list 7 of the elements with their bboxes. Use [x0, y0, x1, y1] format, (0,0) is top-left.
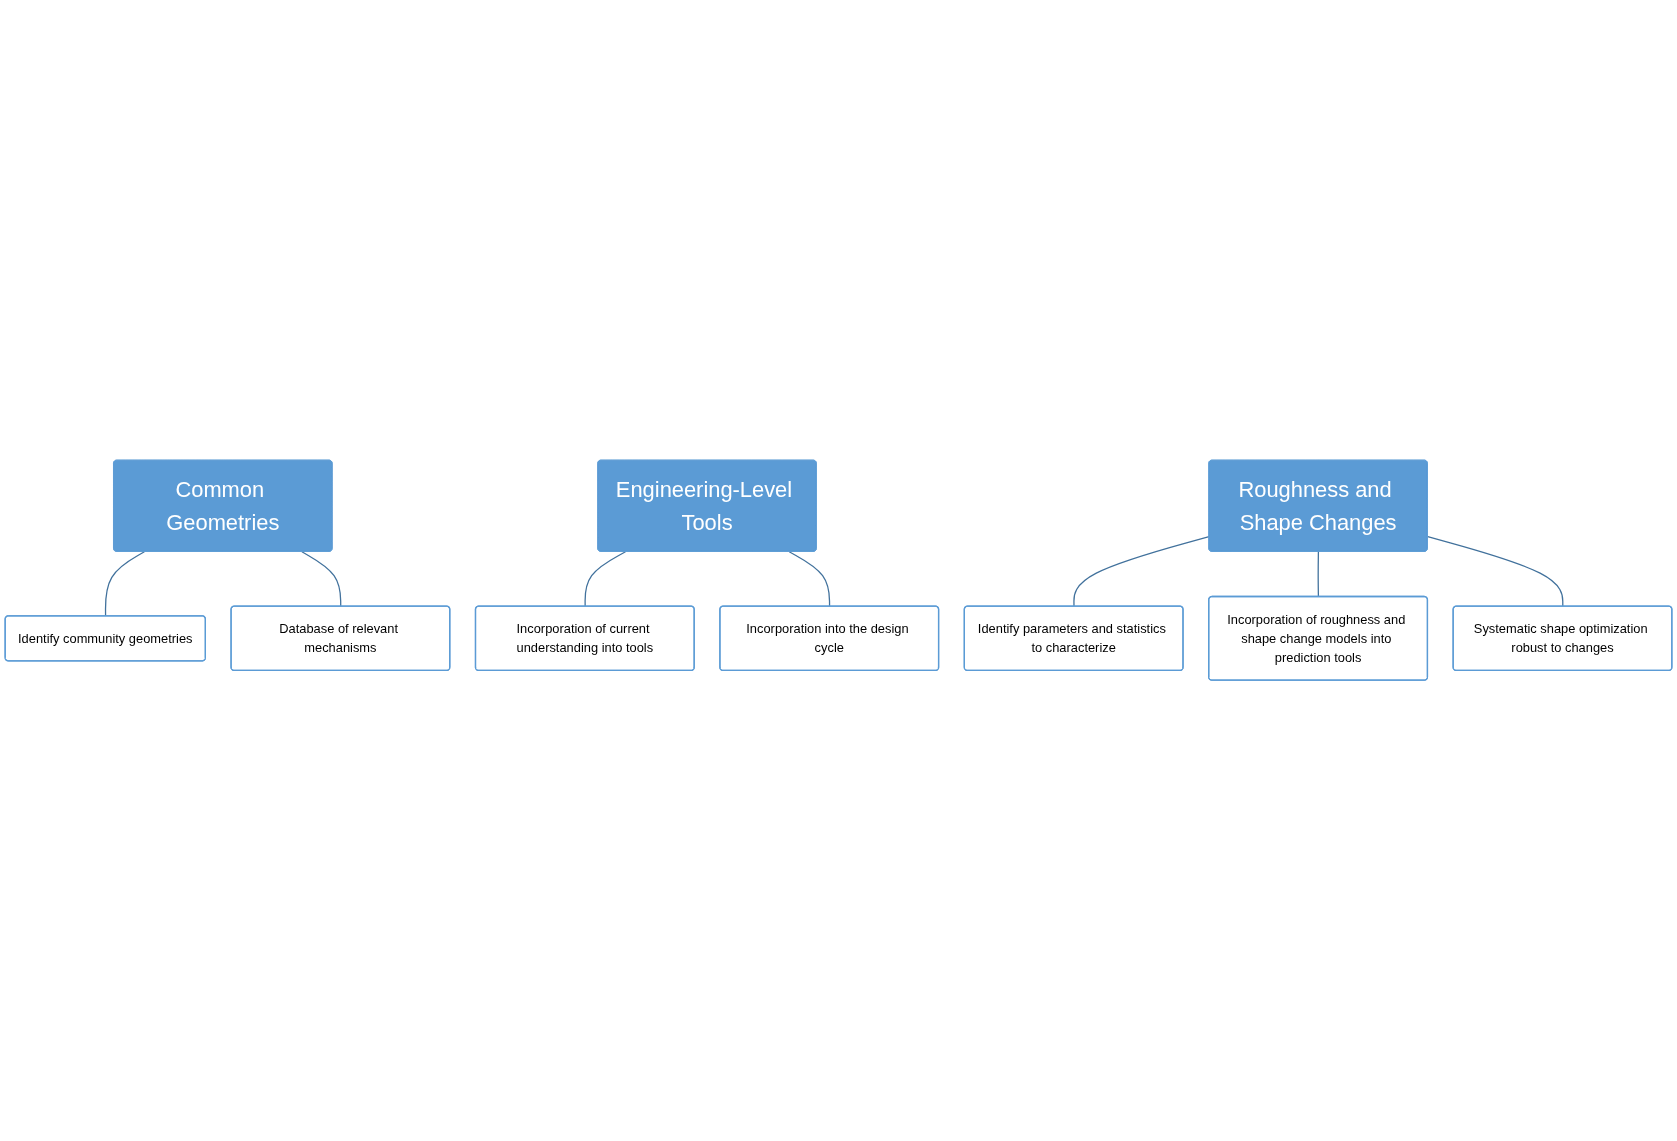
- connector: [584, 551, 627, 608]
- connector: [1427, 536, 1564, 608]
- connector: [788, 551, 831, 608]
- connector: [301, 551, 342, 608]
- connector: [1073, 536, 1210, 608]
- connector: [1317, 551, 1320, 598]
- connector: [104, 551, 146, 618]
